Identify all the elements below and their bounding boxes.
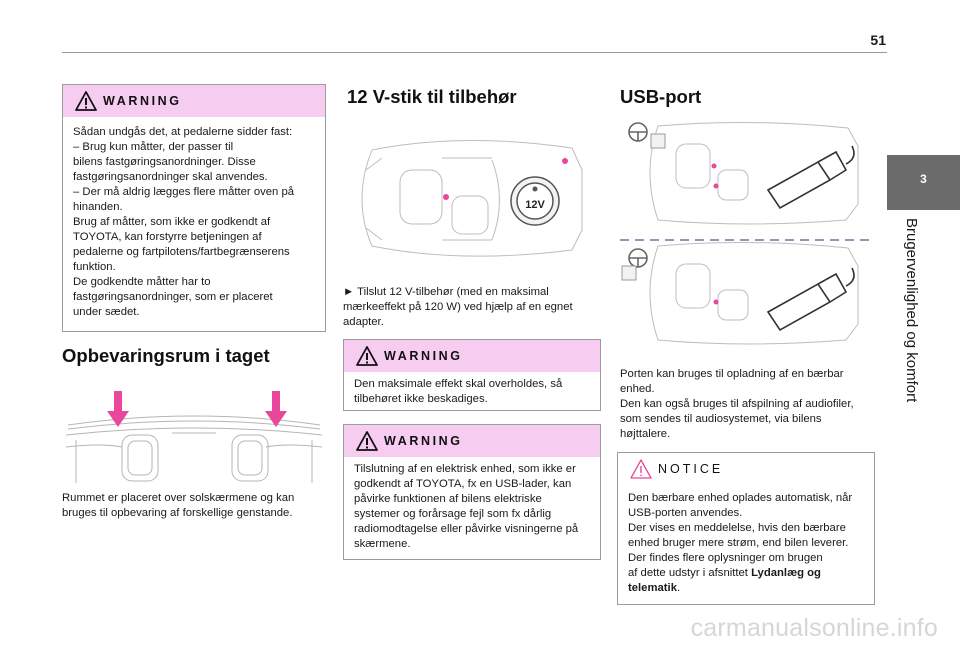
text-line: bilens fastgøringsanordninger. Disse	[73, 156, 256, 168]
warning-text: Sådan undgås det, at pedalerne sidder fa…	[73, 125, 315, 320]
roof-storage-illustration	[65, 391, 323, 483]
socket-location-dot	[562, 158, 568, 164]
steering-wheel-icon	[628, 122, 648, 142]
warning-header	[63, 85, 325, 117]
text-line: Tilslutning af en elektrisk enhed, som i…	[354, 463, 576, 475]
text-line: højttalere.	[620, 428, 671, 440]
warning-triangle-icon	[75, 91, 97, 111]
usb-title: USB-port	[620, 86, 702, 107]
text-line: af dette udstyr i afsnittet Lydanlæg og	[628, 566, 864, 581]
text-line: systemer og forårsage fejl som fx dårlig	[354, 508, 552, 520]
text-line: Sådan undgås det, at pedalerne sidder fa…	[73, 126, 293, 138]
text-line: fastgøringsanordninger skal anvendes.	[73, 171, 268, 183]
socket-illustration: 12V	[361, 139, 583, 257]
steering-wheel-icon	[628, 248, 648, 268]
text-line: – Der må aldrig lægges flere måtter oven…	[73, 186, 295, 198]
footer-watermark: carmanualsonline.info	[690, 614, 938, 642]
socket-icon	[510, 176, 560, 226]
chapter-tab	[887, 155, 960, 210]
section-reference: telematik	[628, 582, 677, 594]
notice-text: Den bærbare enhed oplades automatisk, nå…	[628, 491, 864, 596]
text-line: enhed.	[620, 383, 655, 395]
warning-header	[344, 340, 600, 372]
roof-storage-title: Opbevaringsrum i taget	[62, 345, 270, 366]
text-line: som sendes til audiosystemet, via bilens	[620, 413, 822, 425]
text-line: Der findes flere oplysninger om brugen	[628, 552, 823, 564]
text-fragment: af dette udstyr i afsnittet	[628, 567, 752, 579]
text-line: Brug af måtter, som ikke er godkendt af	[73, 216, 271, 228]
socket-location-dot	[443, 194, 449, 200]
usb-location-dot	[711, 163, 717, 169]
text-fragment: .	[676, 582, 681, 594]
chapter-title: Brugervenlighed og komfort	[903, 218, 920, 403]
warning-triangle-icon	[356, 346, 378, 366]
notice-triangle-icon	[630, 459, 652, 479]
warning-label: WARNING	[384, 349, 463, 363]
text-line: mærkeeffekt på 120 W) ved hjælp af en eg…	[343, 301, 573, 313]
usb-location-dot	[713, 183, 719, 189]
warning-triangle-icon	[356, 431, 378, 451]
chapter-number: 3	[920, 172, 927, 186]
usb-plug-icon	[766, 145, 855, 210]
text-line: ► Tilslut 12 V-tilbehør (med en maksimal	[343, 286, 549, 298]
header-rule	[62, 52, 887, 53]
warning-box-power: WARNING Den maksimale effekt skal overho…	[343, 339, 601, 411]
section-reference: Lydanlæg og	[751, 567, 821, 579]
warning-text: Den maksimale effekt skal overholdes, så…	[354, 377, 590, 407]
seat-icon	[621, 265, 637, 281]
text-line: hinanden.	[73, 201, 123, 213]
text-line: Rummet er placeret over solskærmene og k…	[62, 492, 295, 504]
text-line: radiomodtagelse eller påvirke visningern…	[354, 523, 579, 535]
text-line: funktion.	[73, 261, 116, 273]
text-line: pedalerne og fartpilotens/fartbegrænsere…	[73, 246, 290, 258]
page-number: 51	[870, 32, 886, 48]
socket-title: 12 V-stik til tilbehør	[347, 86, 517, 107]
warning-box-pedals: WARNING Sådan undgås det, at pedalerne s…	[62, 84, 326, 332]
warning-label: WARNING	[103, 94, 182, 108]
roof-storage-text: Rummet er placeret over solskærmene og k…	[62, 491, 294, 521]
warning-text: Tilslutning af en elektrisk enhed, som i…	[354, 462, 590, 552]
text-line: påvirke funktionen af bilens elektriske	[354, 493, 542, 505]
text-line: Den bærbare enhed oplades automatisk, nå…	[628, 492, 853, 504]
text-line: skærmene.	[354, 538, 411, 550]
notice-header	[618, 453, 874, 485]
warning-header	[344, 425, 600, 457]
usb-plug-icon	[766, 267, 855, 332]
text-line: enhed bruger mere strøm, end bilen lever…	[628, 537, 849, 549]
usb-illustration	[620, 121, 874, 345]
text-line: – Brug kun måtter, der passer til	[73, 141, 234, 153]
text-line: USB-porten anvendes.	[628, 507, 743, 519]
text-line: Den maksimale effekt skal overholdes, så	[354, 378, 563, 390]
usb-location-dot	[713, 299, 719, 305]
text-line: Der vises en meddelelse, hvis den bærbar…	[628, 522, 846, 534]
notice-label: NOTICE	[658, 462, 724, 476]
seat-icon	[650, 133, 666, 149]
text-line: De godkendte måtter har to	[73, 276, 211, 288]
text-line: tilbehøret ikke beskadiges.	[354, 393, 488, 405]
arrow-down-icon	[107, 391, 129, 427]
text-line: under sædet.	[73, 306, 140, 318]
text-line: fastgøringsanordninger, som er placeret	[73, 291, 273, 303]
text-line: telematik.	[628, 581, 864, 596]
text-line: Den kan også bruges til afspilning af au…	[620, 398, 854, 410]
socket-badge: 12V	[525, 199, 545, 211]
notice-box: NOTICE Den bærbare enhed oplades automat…	[617, 452, 875, 605]
text-line: bruges til opbevaring af forskellige gen…	[62, 507, 293, 519]
socket-text: ► Tilslut 12 V-tilbehør (med en maksimal…	[343, 285, 573, 330]
text-line: godkendt af TOYOTA, fx en USB-lader, kan	[354, 478, 572, 490]
text-line: TOYOTA, kan forstyrre betjeningen af	[73, 231, 262, 243]
warning-box-devices: WARNING Tilslutning af en elektrisk enhe…	[343, 424, 601, 560]
text-line: adapter.	[343, 316, 384, 328]
warning-label: WARNING	[384, 434, 463, 448]
text-line: Porten kan bruges til opladning af en bæ…	[620, 368, 844, 380]
usb-text: Porten kan bruges til opladning af en bæ…	[620, 367, 854, 442]
arrow-down-icon	[265, 391, 287, 427]
